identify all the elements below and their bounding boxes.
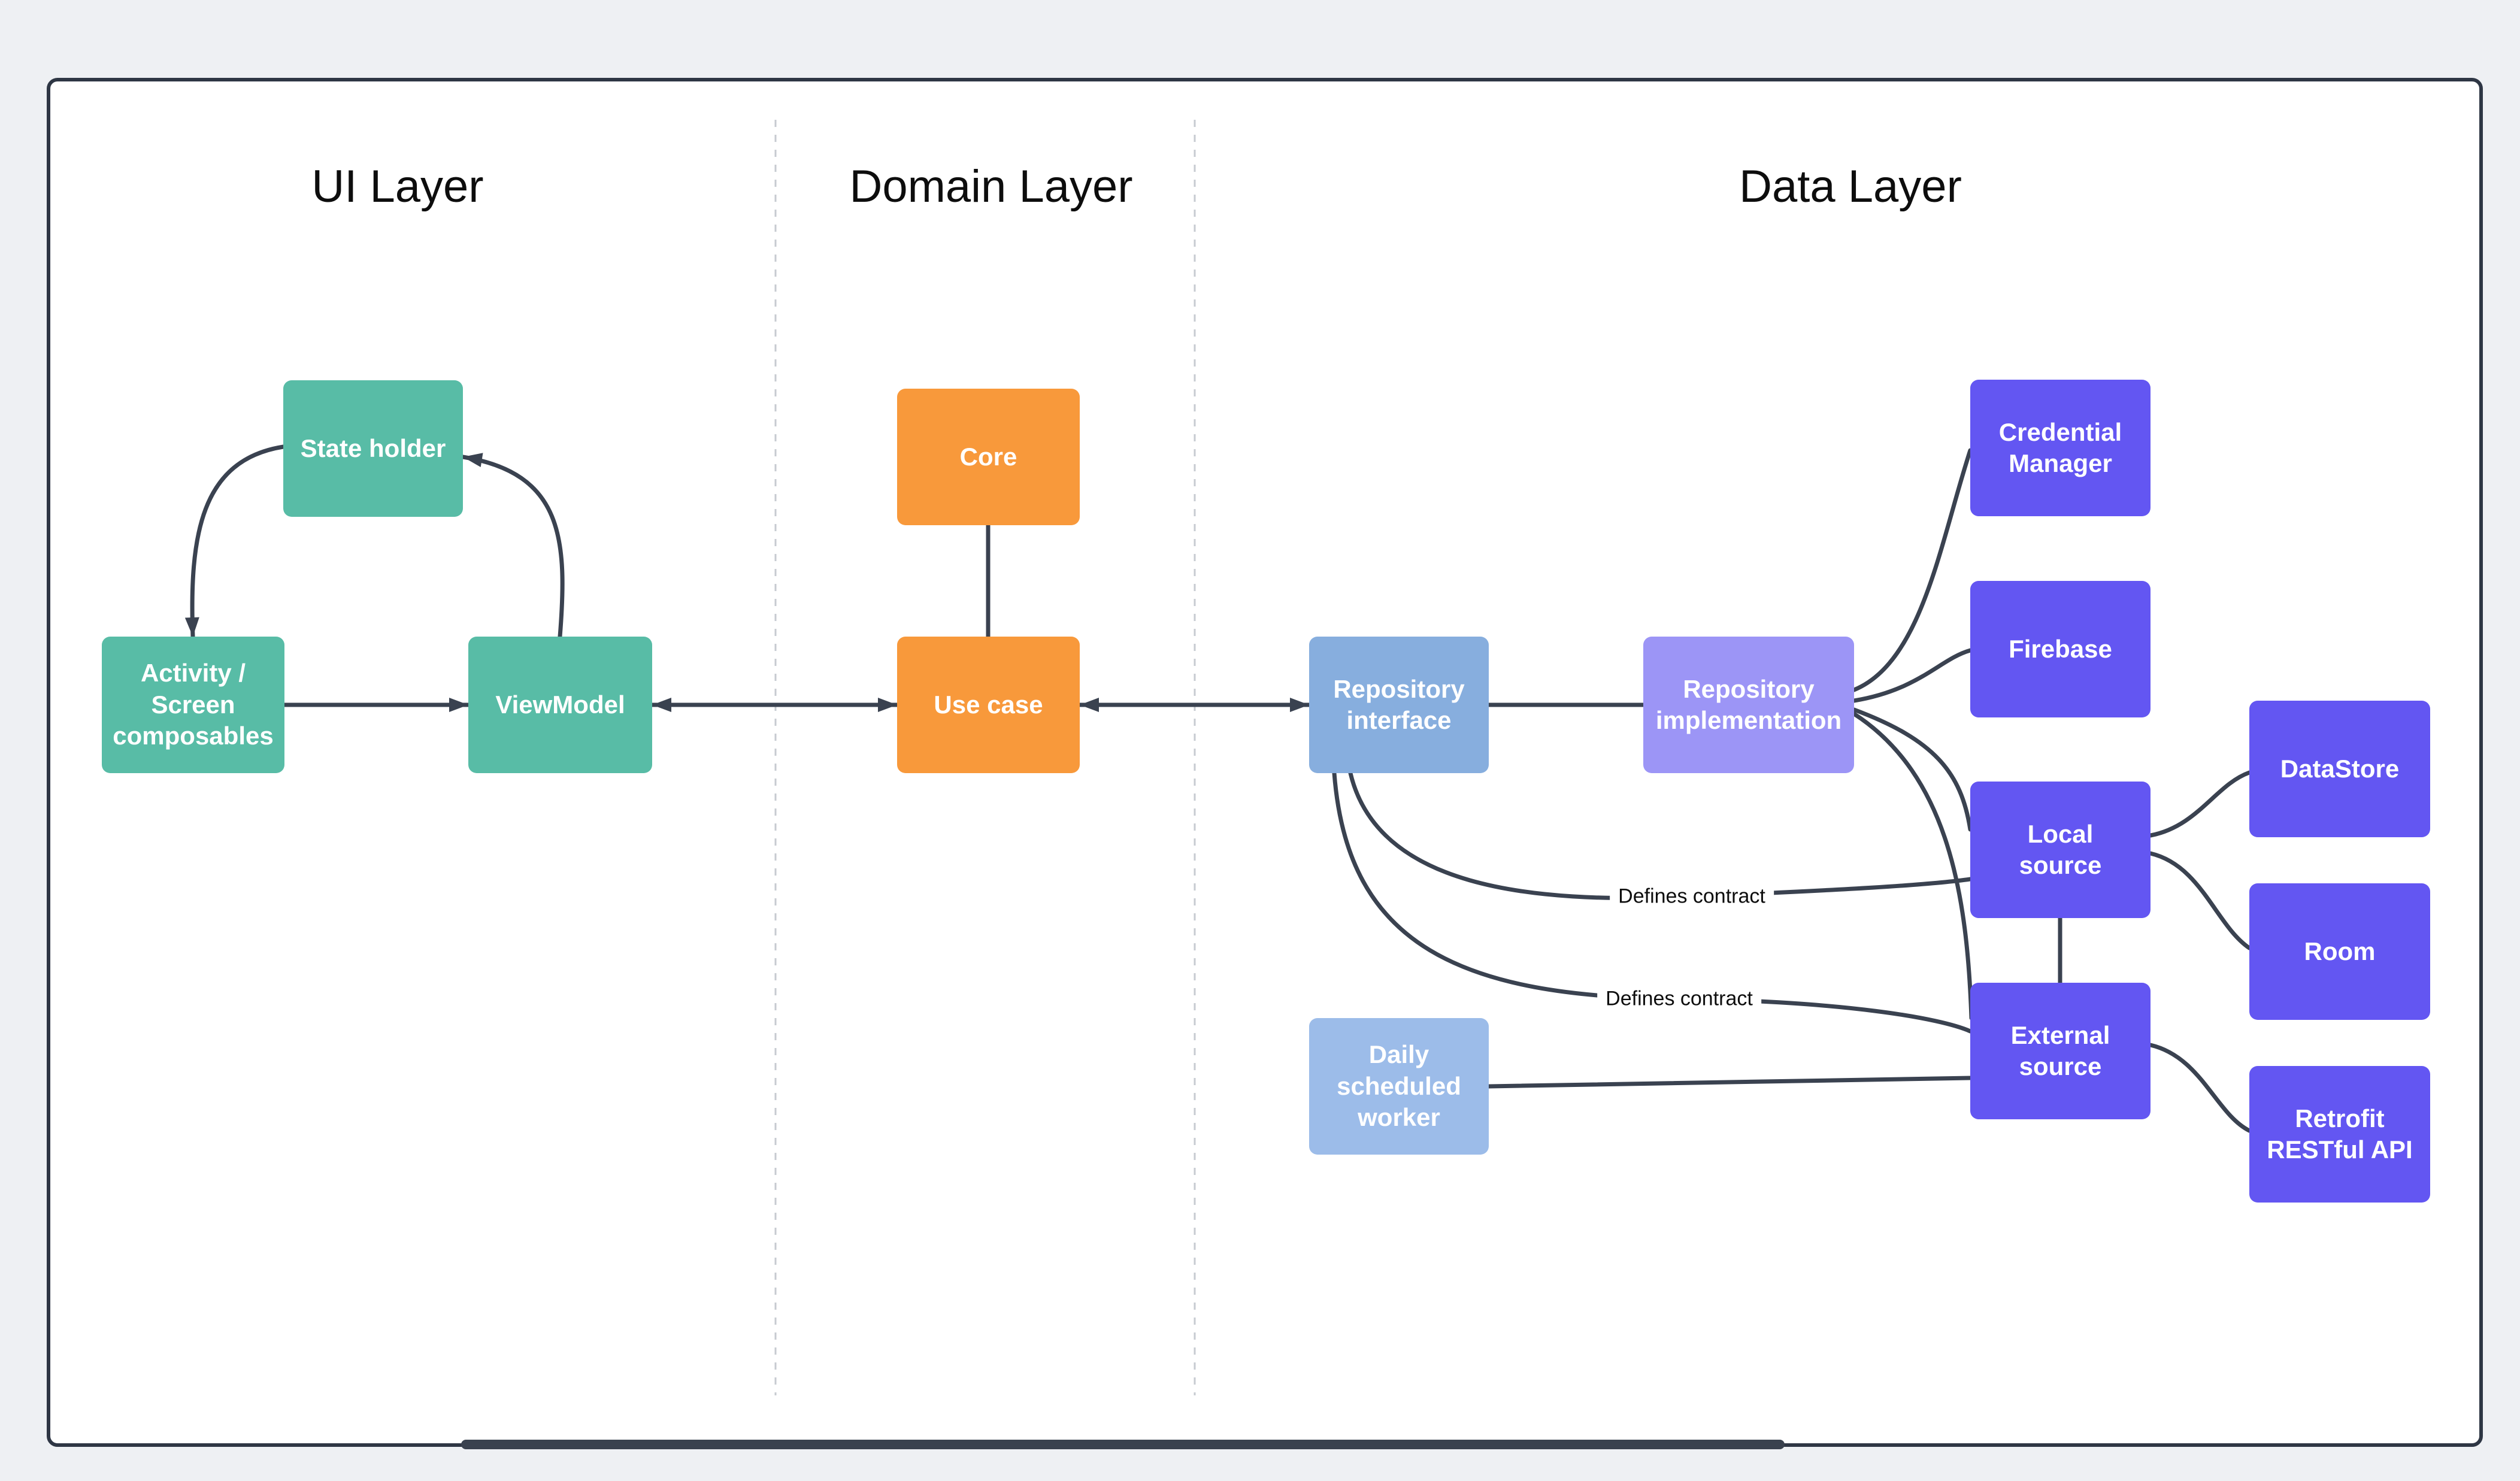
node-retrofit-restful-api[interactable]: Retrofit RESTful API [2249,1066,2430,1203]
node-activity-screen-composables[interactable]: Activity / Screen composables [102,637,284,773]
layer-title-domain: Domain Layer [849,161,1133,212]
node-viewmodel[interactable]: ViewModel [468,637,652,773]
node-credential-manager[interactable]: Credential Manager [1970,380,2151,516]
node-core[interactable]: Core [897,389,1080,525]
edge-label-defines-contract-external: Defines contract [1597,985,1761,1013]
node-local-source[interactable]: Local source [1970,782,2151,918]
node-external-source[interactable]: External source [1970,983,2151,1119]
node-state-holder[interactable]: State holder [283,380,463,517]
node-repository-interface[interactable]: Repository interface [1309,637,1489,773]
layer-title-ui: UI Layer [311,161,484,212]
node-room[interactable]: Room [2249,883,2430,1020]
node-firebase[interactable]: Firebase [1970,581,2151,717]
diagram-panel [47,78,2483,1447]
edge-label-defines-contract-local: Defines contract [1610,882,1774,911]
layer-title-data: Data Layer [1739,161,1962,212]
horizontal-scrollbar[interactable] [461,1440,1785,1449]
node-daily-scheduled-worker[interactable]: Daily scheduled worker [1309,1018,1489,1155]
node-datastore[interactable]: DataStore [2249,701,2430,837]
node-use-case[interactable]: Use case [897,637,1080,773]
node-repository-implementation[interactable]: Repository implementation [1643,637,1854,773]
